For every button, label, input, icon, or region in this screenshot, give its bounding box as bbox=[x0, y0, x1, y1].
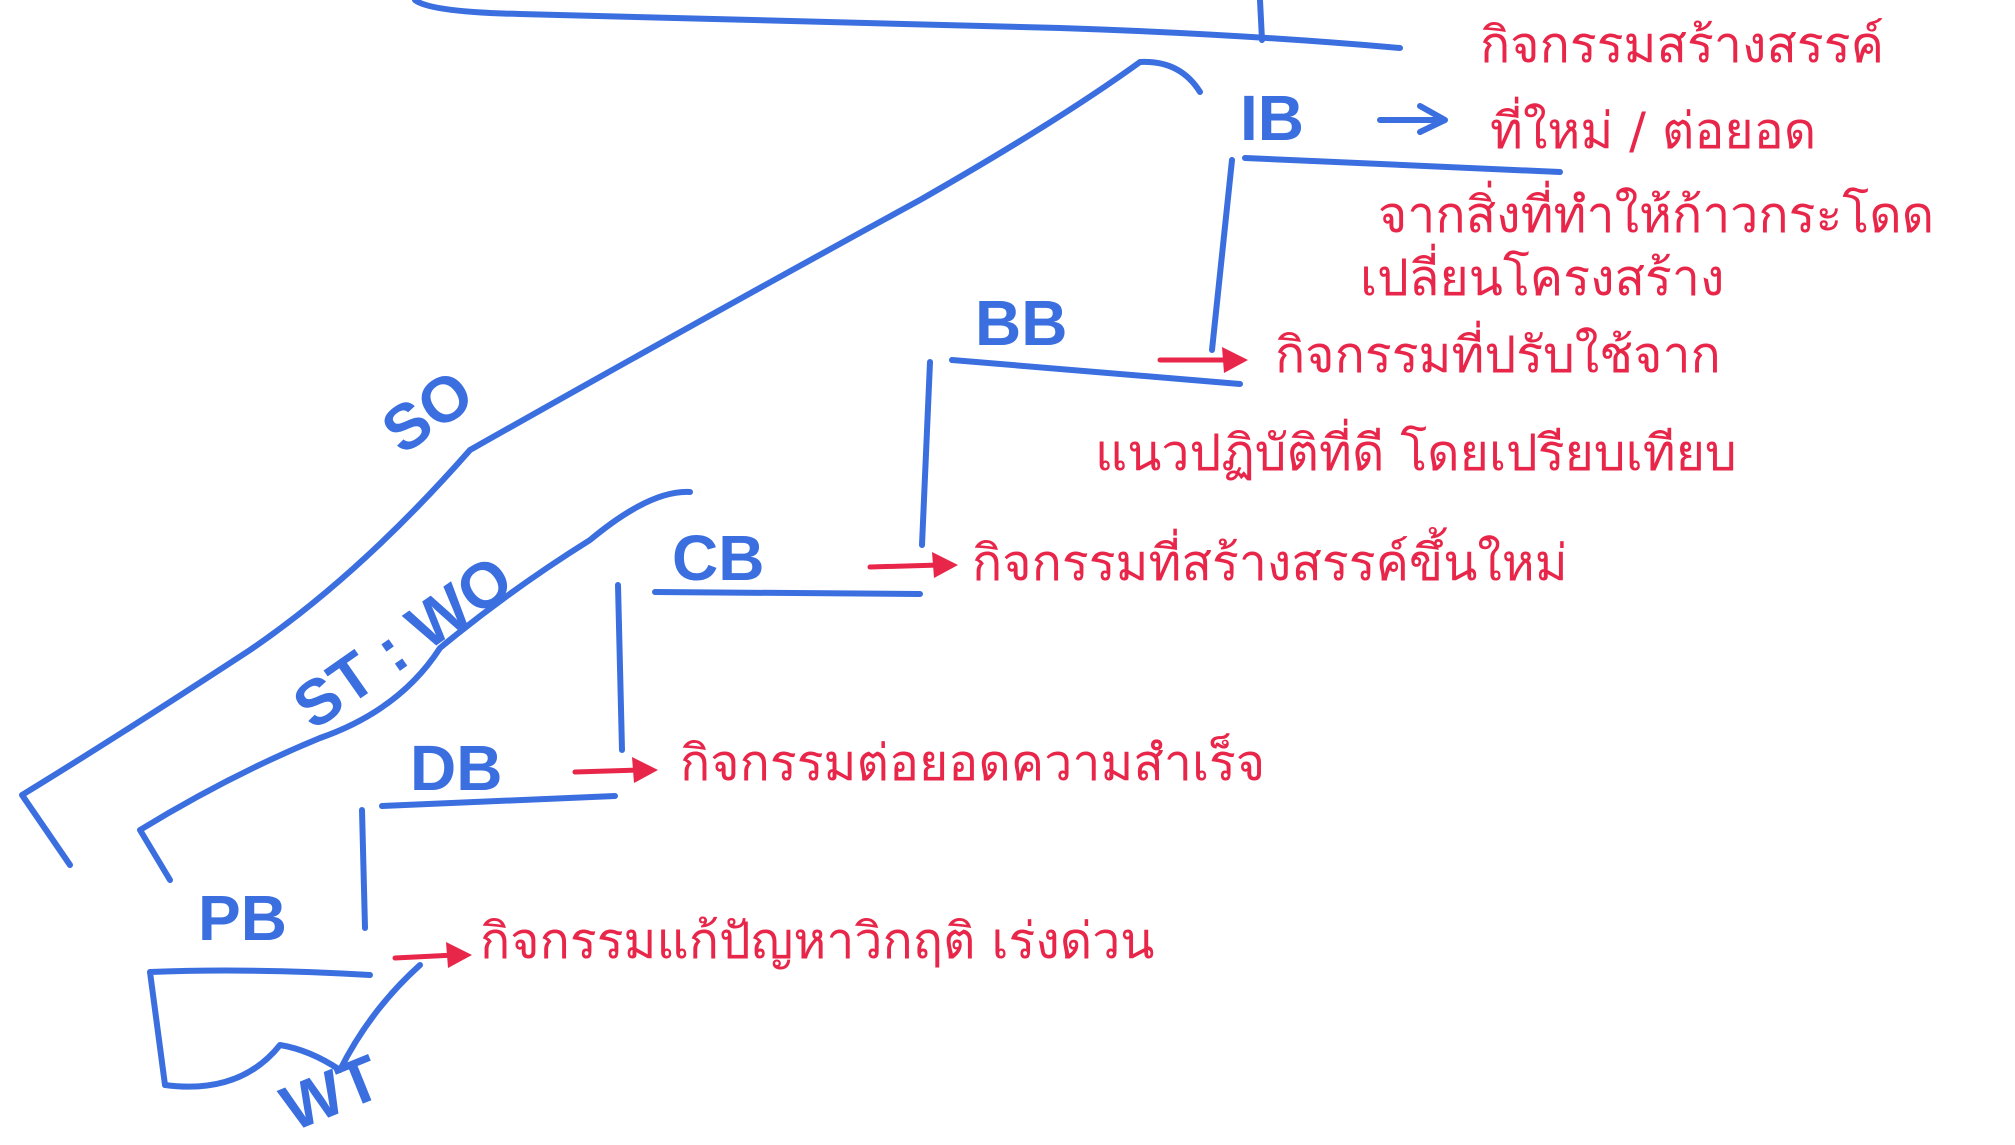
ib-riser bbox=[1209, 157, 1235, 353]
st-wo-label: ST : WO bbox=[280, 541, 525, 743]
top-bracket-tick bbox=[1257, 0, 1265, 43]
bb-label: BB bbox=[975, 287, 1067, 359]
pb-riser bbox=[359, 807, 368, 931]
bb-arrow bbox=[1157, 347, 1248, 373]
ib-note-line-1: กิจกรรมสร้างสรรค์ bbox=[1480, 16, 1884, 74]
wt-base bbox=[147, 967, 373, 1088]
pb-tread bbox=[379, 793, 618, 809]
pb-label: PB bbox=[198, 882, 287, 954]
ib-tread bbox=[1242, 155, 1563, 175]
cb-note: กิจกรรมที่สร้างสรรค์ขึ้นใหม่ bbox=[972, 527, 1568, 592]
cb-tread bbox=[652, 589, 923, 597]
ib-label: IB bbox=[1240, 82, 1304, 154]
wt-brace bbox=[162, 962, 423, 1090]
bb-note-line-1: กิจกรรมที่ปรับใช้จาก bbox=[1275, 321, 1721, 384]
cb-label: CB bbox=[672, 522, 764, 594]
ib-note-line-3: จากสิ่งที่ทำให้ก้าวกระโดด bbox=[1378, 181, 1934, 244]
bb-tread bbox=[949, 357, 1243, 387]
top-bracket-line bbox=[412, 0, 1403, 51]
bb-note-line-2: แนวปฏิบัติที่ดี โดยเปรียบเทียบ bbox=[1095, 419, 1737, 482]
st-wo-bracket bbox=[137, 488, 693, 883]
db-arrow bbox=[572, 757, 658, 783]
wt-label: WT bbox=[271, 1041, 390, 1145]
ib-note-line-2: ที่ใหม่ / ต่อยอด bbox=[1490, 97, 1816, 160]
bb-riser bbox=[919, 359, 933, 548]
pb-arrow bbox=[392, 942, 472, 968]
db-note: กิจกรรมต่อยอดความสำเร็จ bbox=[680, 733, 1265, 792]
db-riser bbox=[615, 582, 625, 753]
so-bracket bbox=[19, 58, 1203, 868]
cb-arrow bbox=[867, 552, 958, 578]
db-label: DB bbox=[410, 732, 502, 804]
pb-note: กิจกรรมแก้ปัญหาวิกฤติ เร่งด่วน bbox=[480, 912, 1154, 970]
ib-arrow bbox=[1377, 103, 1448, 135]
ib-note-line-4: เปลี่ยนโครงสร้าง bbox=[1360, 244, 1724, 307]
